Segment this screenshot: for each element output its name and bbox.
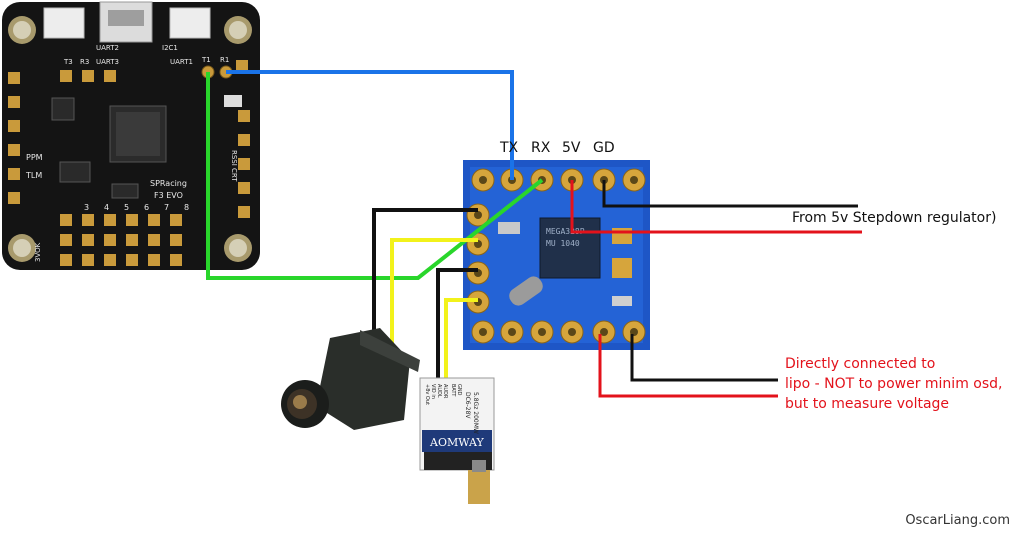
vtx-model-label: DC6-28V bbox=[464, 392, 471, 419]
lipo-positive-wire bbox=[598, 334, 778, 398]
fc-uart3-label: UART3 bbox=[96, 58, 119, 66]
fc-tlm-label: TLM bbox=[25, 171, 42, 180]
pin-label-5v: 5V bbox=[562, 140, 581, 156]
fc-uart1-label: UART1 bbox=[170, 58, 193, 66]
fc-t1-label: T1 bbox=[201, 56, 211, 64]
pin-label-rx: RX bbox=[531, 140, 551, 156]
minim-osd-board: MEGA328P MU 1040 bbox=[463, 160, 650, 350]
fc-model-label: F3 EVO bbox=[154, 191, 183, 200]
flight-controller-board: UART2 UART3 T3 R3 I2C1 UART1 T1 R1 PPM T… bbox=[2, 1, 260, 270]
lipo-ground-wire bbox=[630, 334, 778, 382]
fpv-camera bbox=[281, 328, 420, 430]
fc-num-7: 7 bbox=[164, 203, 169, 212]
fc-num-8: 8 bbox=[184, 203, 189, 212]
fc-ppm-label: PPM bbox=[26, 153, 43, 162]
camera-video-wire bbox=[390, 238, 478, 355]
pin-label-gd: GD bbox=[593, 140, 615, 156]
site-credit: OscarLiang.com bbox=[905, 513, 1010, 528]
fc-t3-label: T3 bbox=[63, 58, 73, 66]
fc-brand-label: SPRacing bbox=[150, 179, 187, 188]
lipo-note-line-1: Directly connected to bbox=[785, 356, 936, 372]
fc-r1-label: R1 bbox=[220, 56, 229, 64]
fc-num-5: 5 bbox=[124, 203, 129, 212]
fc-num-6: 6 bbox=[144, 203, 149, 212]
fc-uart2-label: UART2 bbox=[96, 44, 119, 52]
fc-r3-label: R3 bbox=[80, 58, 89, 66]
vtx-audl-label: AUDL bbox=[436, 384, 442, 398]
vtx-batt-label: BATT bbox=[450, 384, 456, 397]
video-transmitter: AOMWAY 5.8Gz 200MW DC6-28V GND BATT AUDR… bbox=[419, 377, 495, 504]
fc-num-4: 4 bbox=[104, 203, 109, 212]
green-wire bbox=[206, 72, 544, 280]
vtx-brand-label: AOMWAY bbox=[429, 436, 484, 449]
vtx-gnd-label: GND bbox=[456, 384, 462, 396]
vtx-video-wire bbox=[444, 298, 478, 380]
vtx-audr-label: AUDR bbox=[442, 384, 448, 399]
blue-wire bbox=[226, 70, 514, 180]
vtx-ground-wire bbox=[436, 268, 478, 380]
vtx-freq-label: 5.8Gz 200MW bbox=[472, 392, 479, 434]
vtx-vidin-label: VID in bbox=[430, 384, 436, 399]
pin-label-tx: TX bbox=[500, 140, 519, 156]
vtx-out-label: +8v Out bbox=[424, 384, 430, 405]
fc-rssi-label: RSSI bbox=[230, 150, 238, 166]
svg-text:MU 1040: MU 1040 bbox=[546, 239, 580, 248]
fc-i2c1-label: I2C1 bbox=[162, 44, 178, 52]
lipo-note: Directly connected to lipo - NOT to powe… bbox=[785, 354, 1002, 414]
regulator-ground-wire bbox=[602, 180, 858, 208]
camera-ground-wire bbox=[372, 208, 478, 345]
fc-num-3: 3 bbox=[84, 203, 89, 212]
regulator-note: From 5v Stepdown regulator) bbox=[792, 210, 997, 226]
regulator-5v-wire bbox=[570, 180, 862, 234]
lipo-note-line-2: lipo - NOT to power minim osd, bbox=[785, 376, 1003, 392]
fc-crt-label: CRT bbox=[230, 168, 238, 182]
svg-text:MEGA328P: MEGA328P bbox=[546, 227, 585, 236]
lipo-note-line-3: but to measure voltage bbox=[785, 396, 950, 412]
fc-3vok-label: 3VOK bbox=[34, 242, 42, 262]
